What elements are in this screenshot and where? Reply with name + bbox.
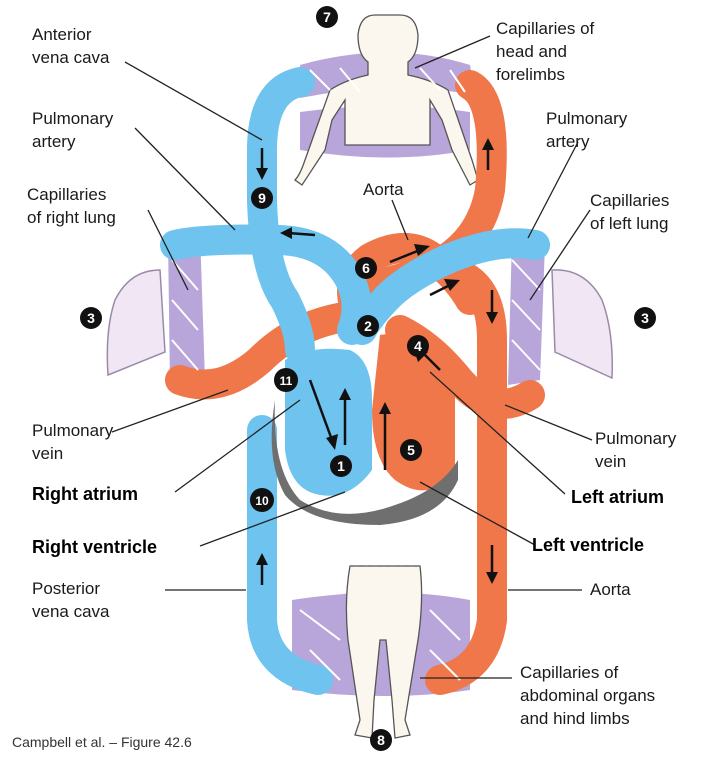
step-badge-2: 2 [357, 315, 379, 337]
label-right-ventricle: Right ventricle [32, 537, 157, 557]
label-capillaries-left-lung-1: Capillaries [590, 191, 669, 210]
step-badge-11: 11 [274, 368, 298, 392]
label-capillaries-left-lung-2: of left lung [590, 214, 668, 233]
label-capillaries-head-1: Capillaries of [496, 19, 595, 38]
svg-text:1: 1 [337, 458, 345, 474]
svg-text:5: 5 [407, 442, 415, 458]
label-pulmonary-artery-left-2: artery [32, 132, 76, 151]
label-capillaries-abdominal-3: and hind limbs [520, 709, 630, 728]
svg-text:3: 3 [87, 310, 95, 326]
upper-body-figure [295, 15, 478, 185]
leader-anterior-vena-cava [125, 62, 262, 140]
label-right-atrium: Right atrium [32, 484, 138, 504]
label-aorta-top: Aorta [363, 180, 404, 199]
label-capillaries-abdominal-1: Capillaries of [520, 663, 619, 682]
svg-text:8: 8 [377, 732, 385, 748]
step-badge-8: 8 [370, 729, 392, 751]
label-capillaries-head-3: forelimbs [496, 65, 565, 84]
label-pulmonary-artery-right-2: artery [546, 132, 590, 151]
left-lung [552, 270, 612, 378]
label-aorta-bottom: Aorta [590, 580, 631, 599]
label-capillaries-abdominal-2: abdominal organs [520, 686, 655, 705]
step-badge-9: 9 [251, 187, 273, 209]
label-anterior-vena-cava-1: Anterior [32, 25, 92, 44]
step-badge-3-left: 3 [634, 307, 656, 329]
svg-text:11: 11 [280, 374, 293, 388]
svg-text:7: 7 [323, 9, 331, 25]
leader-pulmonary-artery-r [528, 142, 578, 238]
label-posterior-vena-cava-1: Posterior [32, 579, 100, 598]
figure-caption: Campbell et al. – Figure 42.6 [12, 734, 192, 750]
right-heart-chambers [285, 349, 372, 496]
svg-text:9: 9 [258, 190, 266, 206]
step-badge-5: 5 [400, 439, 422, 461]
anterior-vena-cava [262, 82, 300, 350]
right-lung [107, 270, 165, 375]
step-badge-1: 1 [330, 455, 352, 477]
step-badge-6: 6 [355, 257, 377, 279]
leader-pulmonary-vein-l [112, 390, 228, 432]
svg-text:2: 2 [364, 318, 372, 334]
step-badge-4: 4 [407, 335, 429, 357]
svg-text:4: 4 [414, 338, 422, 354]
step-badge-7: 7 [316, 6, 338, 28]
label-left-atrium: Left atrium [571, 487, 664, 507]
label-pulmonary-vein-left-2: vein [32, 444, 63, 463]
left-lung-capillary-bed [508, 238, 545, 385]
label-capillaries-right-lung-1: Capillaries [27, 185, 106, 204]
svg-text:3: 3 [641, 310, 649, 326]
svg-text:6: 6 [362, 260, 370, 276]
label-capillaries-head-2: head and [496, 42, 567, 61]
label-left-ventricle: Left ventricle [532, 535, 644, 555]
label-pulmonary-artery-right-1: Pulmonary [546, 109, 628, 128]
label-posterior-vena-cava-2: vena cava [32, 602, 110, 621]
step-badge-10: 10 [250, 488, 274, 512]
label-anterior-vena-cava-2: vena cava [32, 48, 110, 67]
step-badge-3-right: 3 [80, 307, 102, 329]
label-capillaries-right-lung-2: of right lung [27, 208, 116, 227]
label-pulmonary-vein-left-1: Pulmonary [32, 421, 114, 440]
label-pulmonary-artery-left-1: Pulmonary [32, 109, 114, 128]
leader-pulmonary-vein-r [505, 405, 592, 440]
label-pulmonary-vein-right-1: Pulmonary [595, 429, 677, 448]
label-pulmonary-vein-right-2: vein [595, 452, 626, 471]
svg-text:10: 10 [255, 494, 269, 508]
